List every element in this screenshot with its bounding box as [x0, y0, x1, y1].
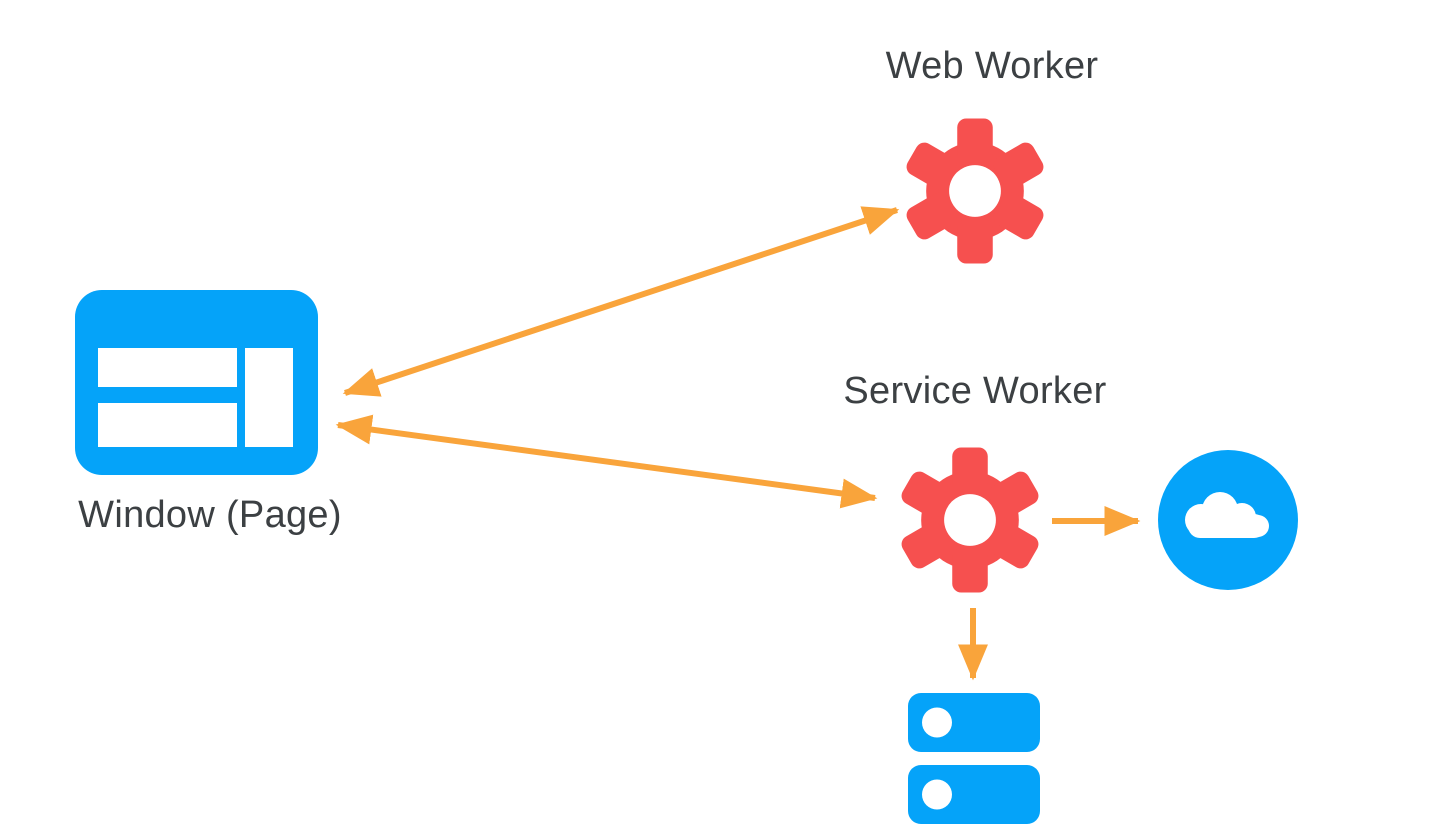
arrow-window-serviceworker — [335, 414, 878, 509]
network-cloud-icon — [1158, 450, 1298, 590]
service-worker-gear-icon — [901, 447, 1039, 593]
web-worker-gear-icon — [906, 118, 1044, 264]
arrow-window-webworker — [342, 206, 900, 397]
storage-stack-icon — [908, 693, 1040, 824]
window-page-label: Window (Page) — [78, 494, 342, 536]
web-worker-label: Web Worker — [885, 45, 1099, 87]
service-worker-label: Service Worker — [843, 370, 1107, 412]
browser-window-icon — [75, 290, 318, 475]
